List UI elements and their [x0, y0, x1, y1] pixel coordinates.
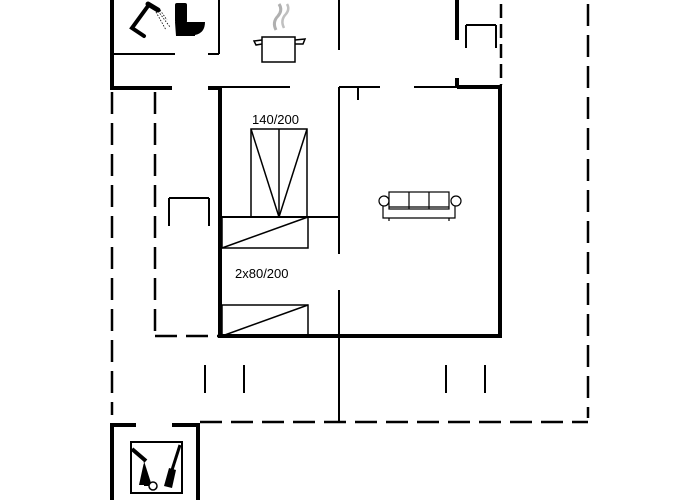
- double-bed: [250, 128, 308, 218]
- double-bed-size-label: 140/200: [252, 112, 299, 127]
- utility-room-walls: [110, 423, 200, 500]
- cleaning-tools-icon: [130, 441, 183, 494]
- single-bed-bottom: [221, 304, 309, 337]
- single-bed-top: [221, 216, 309, 249]
- shower-icon: [129, 1, 171, 38]
- door-marks: [204, 365, 486, 393]
- upper-walls: [110, 0, 503, 100]
- toilet-icon: [175, 3, 205, 36]
- sofa-icon: [378, 191, 462, 221]
- cooking-pot-icon: [252, 3, 307, 63]
- right-terrace: [200, 4, 590, 424]
- left-terrace: [110, 92, 218, 415]
- single-beds-size-label: 2x80/200: [235, 266, 289, 281]
- bathroom-walls: [110, 0, 220, 88]
